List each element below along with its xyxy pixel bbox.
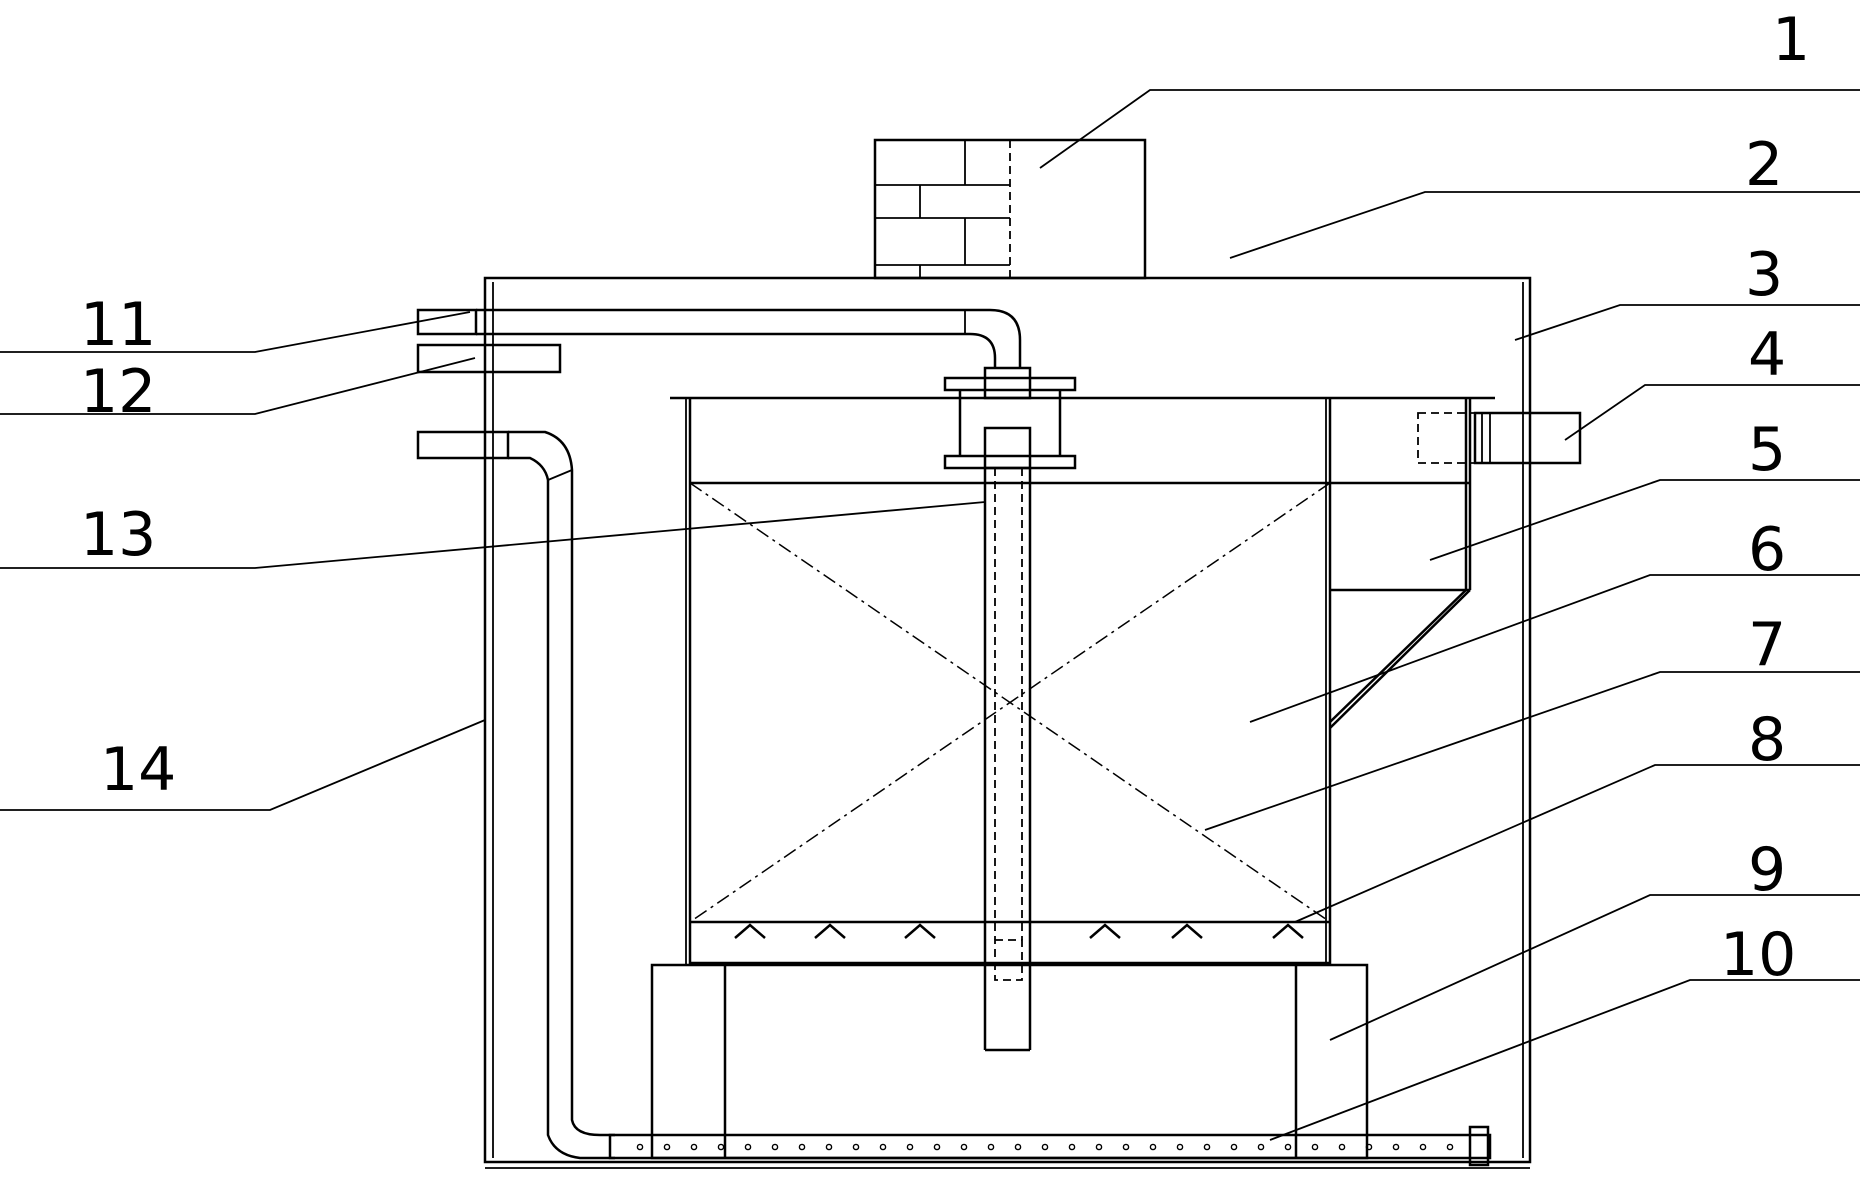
- inlet-pipe: [416, 308, 1022, 368]
- perforation-hole: [1230, 1143, 1238, 1151]
- leader-lines: [0, 89, 1860, 1141]
- perforation-hole: [1041, 1143, 1049, 1151]
- label-8: 8: [1748, 705, 1786, 775]
- outlet-pipe: [1417, 411, 1582, 465]
- perforation-hole: [906, 1143, 914, 1151]
- perforation-hole: [1176, 1143, 1184, 1151]
- perforation-hole: [690, 1143, 698, 1151]
- perforation-hole: [1095, 1143, 1103, 1151]
- inner-vessel: [670, 396, 1495, 965]
- perforation-hole: [1311, 1143, 1319, 1151]
- distributor-layer: [690, 920, 1330, 939]
- label-3: 3: [1745, 240, 1783, 310]
- perforation-hole: [636, 1143, 644, 1151]
- perforation-hole: [798, 1143, 806, 1151]
- perforation-hole: [744, 1143, 752, 1151]
- perforation-hole: [1257, 1143, 1265, 1151]
- perforation-hole: [825, 1143, 833, 1151]
- label-13: 13: [80, 500, 156, 570]
- label-14: 14: [100, 735, 176, 805]
- outer-tank: [483, 276, 1532, 1169]
- perforation-hole: [852, 1143, 860, 1151]
- brick-block: [873, 138, 1147, 280]
- perforated-pipe: [608, 1125, 1492, 1167]
- perforation-hole: [1284, 1143, 1292, 1151]
- label-11: 11: [80, 290, 156, 360]
- labels: 1 2 3 4 5 6 7 8 9 10 11 12 13 14: [80, 5, 1810, 990]
- perforation-hole: [879, 1143, 887, 1151]
- perforation-hole: [1419, 1143, 1427, 1151]
- support-base: [650, 963, 1369, 1160]
- perforation-hole: [1149, 1143, 1157, 1151]
- perforation-hole: [717, 1143, 725, 1151]
- perforation-hole: [1392, 1143, 1400, 1151]
- label-9: 9: [1748, 835, 1786, 905]
- perforation-hole: [1203, 1143, 1211, 1151]
- perforation-hole: [1446, 1143, 1454, 1151]
- label-7: 7: [1748, 610, 1786, 680]
- perforation-hole: [771, 1143, 779, 1151]
- perforation-hole: [1338, 1143, 1346, 1151]
- perforation-hole: [933, 1143, 941, 1151]
- label-12: 12: [80, 357, 156, 427]
- overflow-weir: [1329, 398, 1472, 729]
- perforation-hole: [987, 1143, 995, 1151]
- perforation-hole: [1122, 1143, 1130, 1151]
- label-1: 1: [1772, 5, 1810, 75]
- perforation-hole: [663, 1143, 671, 1151]
- label-6: 6: [1748, 515, 1786, 585]
- vertical-pipe: [416, 430, 615, 1160]
- packing-layer: [689, 482, 1331, 923]
- label-2: 2: [1745, 130, 1783, 200]
- perforation-hole: [960, 1143, 968, 1151]
- central-pipe: [943, 366, 1077, 1052]
- perforation-hole: [1068, 1143, 1076, 1151]
- label-10: 10: [1720, 920, 1796, 990]
- label-4: 4: [1748, 320, 1786, 390]
- perforation-hole: [1014, 1143, 1022, 1151]
- pipe-stub: [416, 343, 562, 374]
- label-5: 5: [1748, 415, 1786, 485]
